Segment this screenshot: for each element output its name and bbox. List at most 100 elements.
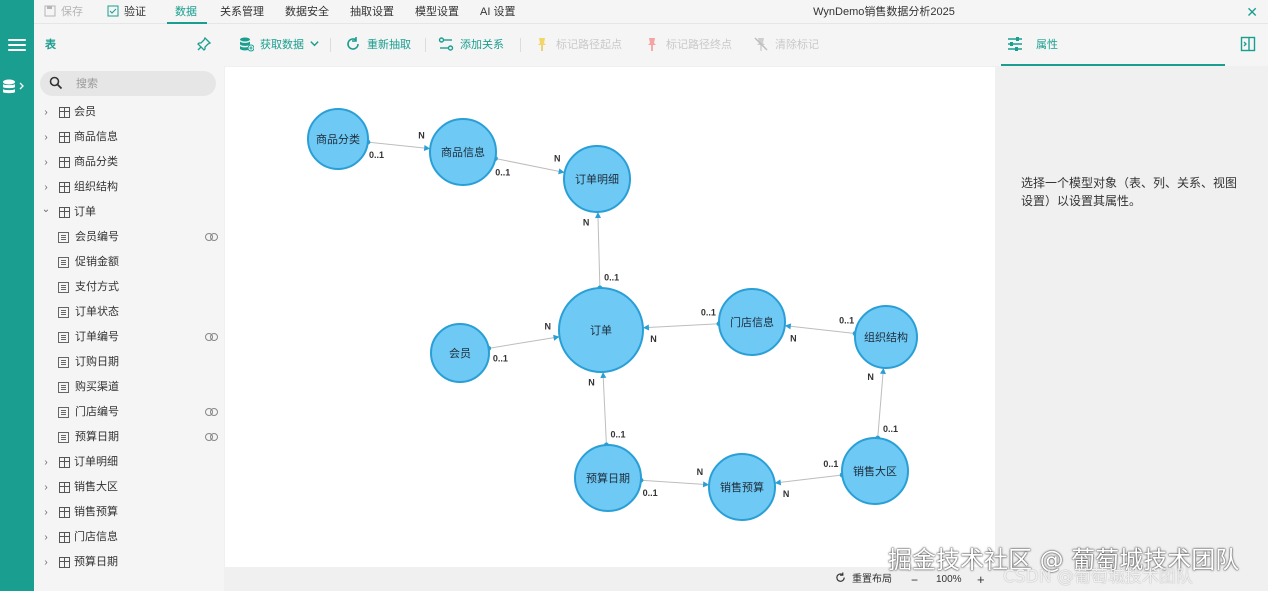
tab-extract-settings[interactable]: 抽取设置 <box>350 6 394 18</box>
tree-column-item[interactable]: 订单状态 <box>34 300 224 325</box>
tree-table-item[interactable]: ⌄订单 <box>34 200 224 225</box>
relation-line[interactable] <box>488 336 560 349</box>
table-icon <box>59 132 70 143</box>
chevron-right-icon[interactable]: › <box>44 532 48 543</box>
chevron-right-icon[interactable]: › <box>44 507 48 518</box>
table-node-circle[interactable] <box>563 145 631 213</box>
relation-line[interactable] <box>784 325 856 335</box>
tree-table-item[interactable]: ›订单明细 <box>34 450 224 475</box>
table-node[interactable]: 销售大区 <box>841 437 909 505</box>
tree-table-item[interactable]: › 商品信息 <box>34 125 224 150</box>
table-node[interactable]: 销售预算 <box>708 453 776 521</box>
collapse-panel-icon[interactable] <box>1240 36 1262 54</box>
table-node[interactable]: 预算日期 <box>574 444 642 512</box>
table-node[interactable]: 会员 <box>430 323 490 383</box>
tree-column-item[interactable]: 促销金额 <box>34 250 224 275</box>
mark-path-start-button[interactable]: 标记路径起点 <box>534 36 622 54</box>
tab-relation-management[interactable]: 关系管理 <box>220 6 264 18</box>
relation-line[interactable] <box>367 141 431 150</box>
relation-line[interactable] <box>495 158 565 173</box>
relation-line[interactable] <box>640 479 710 486</box>
chevron-right-icon[interactable]: › <box>44 557 48 568</box>
get-data-button[interactable]: 获取数据 <box>238 36 320 54</box>
tree-table-item[interactable]: ›门店信息 <box>34 525 224 550</box>
search-icon <box>49 76 63 90</box>
table-node-circle[interactable] <box>718 288 786 356</box>
watermark-csdn: CSDN @葡萄城技术团队 <box>1003 567 1193 587</box>
tree-item-label: 商品信息 <box>74 131 118 143</box>
add-relation-label: 添加关系 <box>460 39 504 51</box>
table-node-circle[interactable] <box>708 453 776 521</box>
tree-column-item[interactable]: 门店编号 <box>34 400 224 425</box>
tree-table-item[interactable]: ›组织结构 <box>34 175 224 200</box>
table-node[interactable]: 组织结构 <box>854 305 918 369</box>
tree-column-item[interactable]: 购买渠道 <box>34 375 224 400</box>
relation-line[interactable] <box>877 367 884 439</box>
hamburger-menu-icon[interactable] <box>5 36 29 54</box>
add-relation-button[interactable]: 添加关系 <box>438 36 504 54</box>
search-input[interactable] <box>76 75 206 92</box>
relation-line[interactable] <box>774 474 843 484</box>
tree-table-item[interactable]: › 销售预算 <box>34 500 224 525</box>
tab-data-security[interactable]: 数据安全 <box>285 6 329 18</box>
table-node-circle[interactable] <box>558 287 644 373</box>
get-data-label: 获取数据 <box>260 39 304 51</box>
relation-line[interactable] <box>642 323 720 329</box>
table-node-circle[interactable] <box>841 437 909 505</box>
clear-mark-button[interactable]: 清除标记 <box>753 36 819 54</box>
save-button[interactable]: 保存 <box>44 0 83 24</box>
tree-column-item[interactable]: 订购日期 <box>34 350 224 375</box>
tree-table-item[interactable]: ›预算日期 <box>34 550 224 575</box>
chevron-right-icon[interactable]: › <box>44 457 48 468</box>
tab-ai-settings[interactable]: AI 设置 <box>480 6 516 18</box>
tree-table-item[interactable]: ›销售大区 <box>34 475 224 500</box>
database-icon[interactable] <box>0 76 34 100</box>
pin-icon[interactable] <box>196 36 218 54</box>
zoom-in-button[interactable]: + <box>977 572 985 587</box>
table-node-circle[interactable] <box>430 323 490 383</box>
table-node[interactable]: 商品信息 <box>429 118 497 186</box>
table-node[interactable]: 订单明细 <box>563 145 631 213</box>
refresh-icon <box>347 37 359 50</box>
cardinality-label: N <box>588 378 595 388</box>
column-icon <box>58 357 69 368</box>
chevron-right-icon[interactable]: › <box>44 107 48 118</box>
cardinality-label: 0..1 <box>701 307 716 317</box>
validate-button[interactable]: 验证 <box>107 0 146 24</box>
relation-line[interactable] <box>597 211 601 289</box>
tab-data[interactable]: 数据 <box>175 6 197 18</box>
table-node-label: 商品分类 <box>316 132 360 146</box>
table-node[interactable]: 门店信息 <box>718 288 786 356</box>
table-node[interactable]: 商品分类 <box>307 108 369 170</box>
table-node-circle[interactable] <box>854 305 918 369</box>
tree-item-label: 销售预算 <box>74 506 118 518</box>
cardinality-label: N <box>697 467 704 477</box>
tree-column-item[interactable]: 会员编号 <box>34 225 224 250</box>
chevron-right-icon[interactable]: › <box>44 132 48 143</box>
cardinality-label: 0..1 <box>369 150 384 160</box>
close-icon[interactable]: ✕ <box>1246 4 1258 20</box>
tab-model-settings[interactable]: 模型设置 <box>415 6 459 18</box>
re-extract-button[interactable]: 重新抽取 <box>345 36 411 54</box>
reset-layout-button[interactable]: 重置布局 <box>835 572 892 588</box>
zoom-out-button[interactable]: − <box>911 573 919 587</box>
tree-column-item[interactable]: 订单编号 <box>34 325 224 350</box>
chevron-right-icon[interactable]: › <box>44 482 48 493</box>
relation-line[interactable] <box>602 371 607 446</box>
tree-table-item[interactable]: ›商品分类 <box>34 150 224 175</box>
table-icon <box>59 457 70 468</box>
tree-column-item[interactable]: 预算日期 <box>34 425 224 450</box>
tree-table-item[interactable]: ›会员 <box>34 100 224 125</box>
table-node[interactable]: 订单 <box>558 287 644 373</box>
chevron-down-icon[interactable]: ⌄ <box>41 204 51 215</box>
mark-path-end-button[interactable]: 标记路径终点 <box>644 36 732 54</box>
chevron-right-icon[interactable]: › <box>44 182 48 193</box>
table-node-circle[interactable] <box>574 444 642 512</box>
chevron-right-icon[interactable]: › <box>44 157 48 168</box>
relation-arrow <box>553 334 560 341</box>
properties-settings-icon[interactable] <box>1007 36 1029 54</box>
table-node-circle[interactable] <box>429 118 497 186</box>
table-node-circle[interactable] <box>307 108 369 170</box>
tree-column-item[interactable]: 支付方式 <box>34 275 224 300</box>
